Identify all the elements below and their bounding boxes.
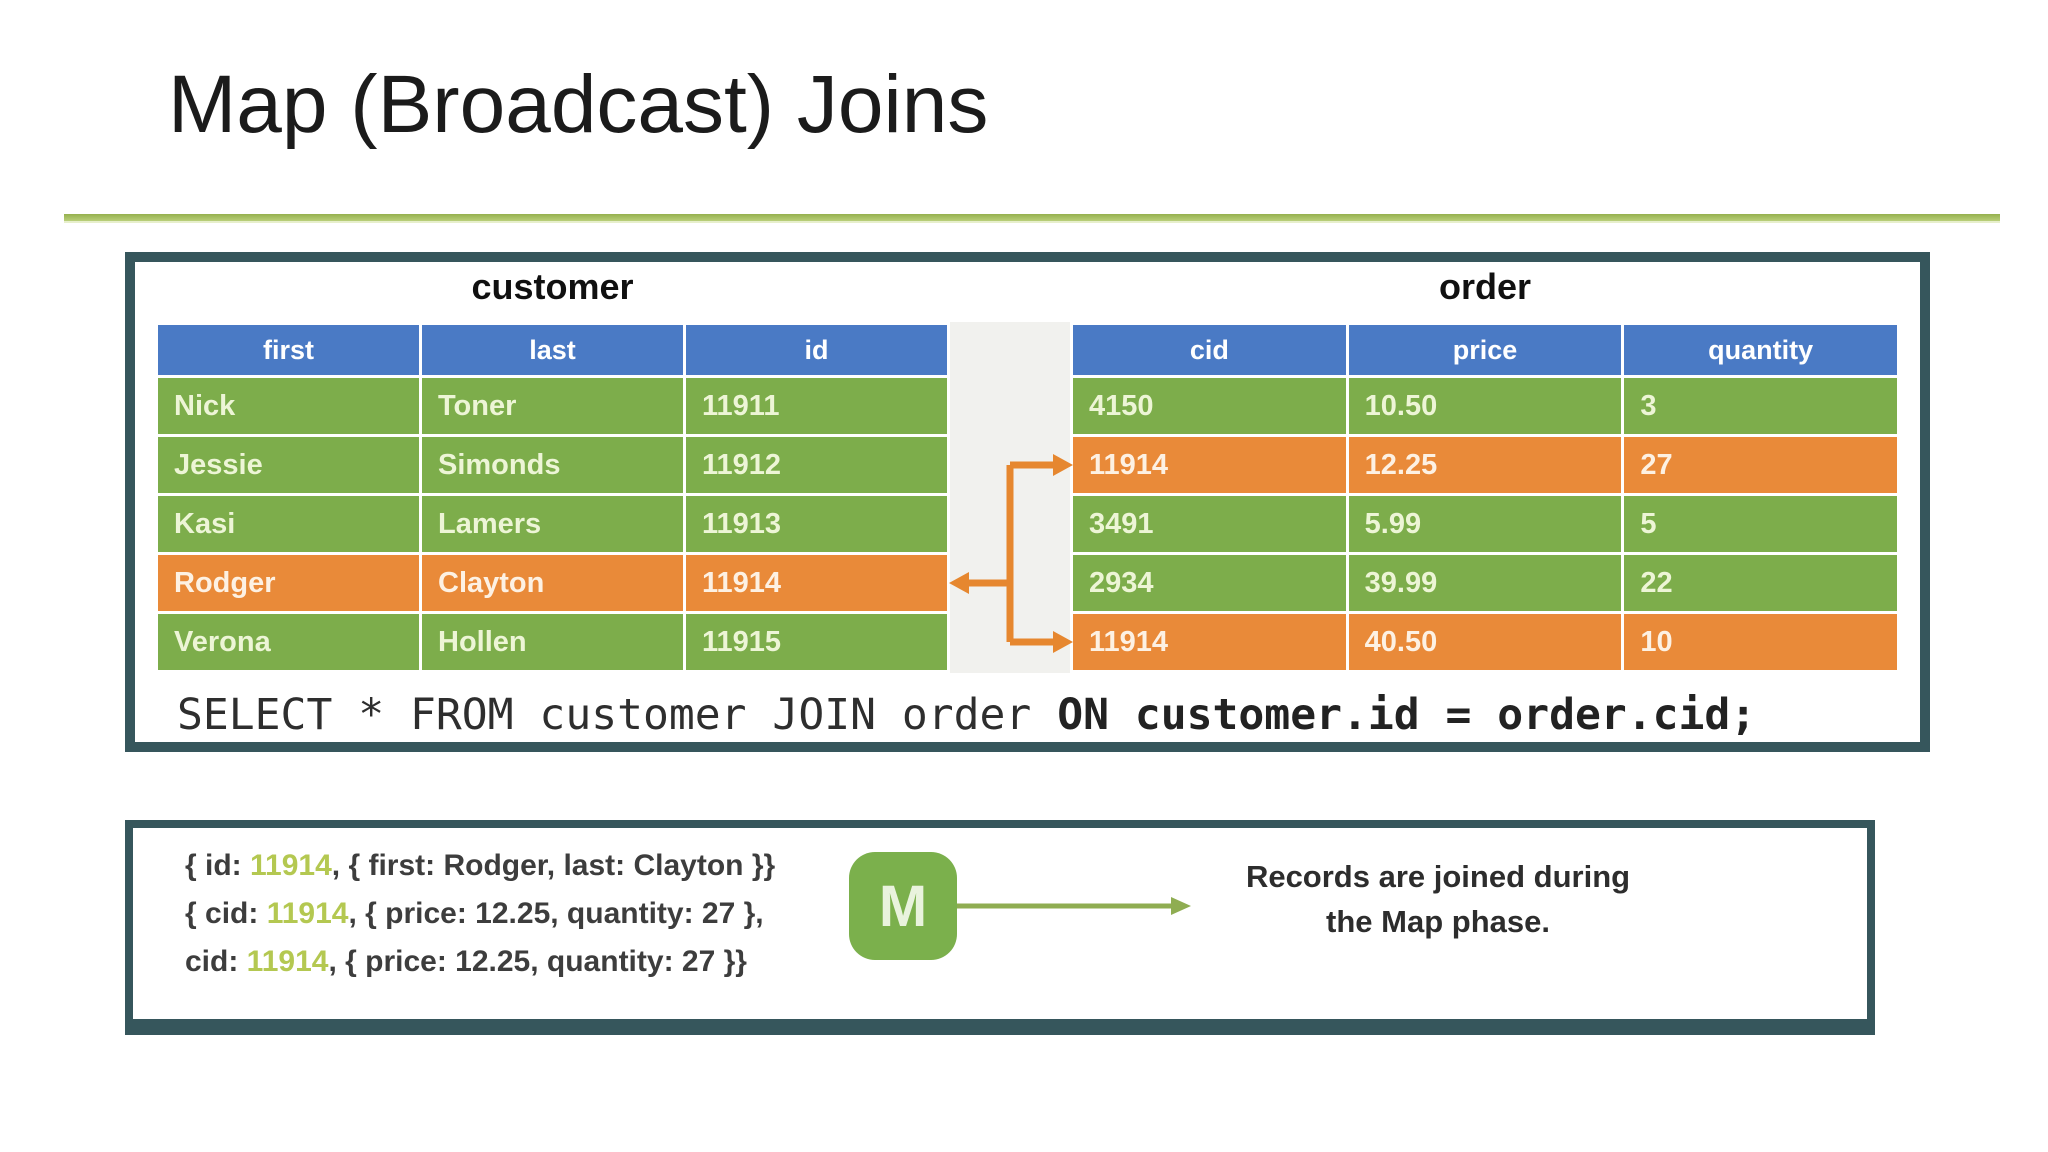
join-key-value: 11914 (246, 945, 329, 978)
table-cell: Rodger (158, 555, 419, 611)
table-cell: Lamers (422, 496, 683, 552)
table-cell: Nick (158, 378, 419, 434)
table-cell: 2934 (1073, 555, 1346, 611)
record-line: { id: 11914, { first: Rodger, last: Clay… (185, 849, 776, 882)
sql-query-normal: SELECT * FROM customer JOIN order (177, 690, 1058, 740)
table-cell: 11912 (686, 437, 947, 493)
table-cell: 5.99 (1348, 496, 1622, 552)
sql-query: SELECT * FROM customer JOIN order ON cus… (177, 690, 1756, 740)
sql-query-bold: ON customer.id = order.cid; (1057, 690, 1757, 740)
joined-records-text: { id: 11914, { first: Rodger, last: Clay… (185, 842, 775, 986)
map-task-badge: M (849, 852, 957, 960)
table-cell: 11914 (686, 555, 947, 611)
map-badge-letter: M (878, 873, 928, 939)
table-cell: 10 (1624, 614, 1897, 670)
column-header: quantity (1624, 325, 1897, 375)
table-cell: 3 (1624, 378, 1897, 434)
column-header: id (686, 325, 947, 375)
record-line: { cid: 11914, { price: 12.25, quantity: … (185, 897, 764, 930)
map-phase-panel: { id: 11914, { first: Rodger, last: Clay… (125, 820, 1875, 1035)
table-cell: 4150 (1073, 378, 1346, 434)
table-cell: 11913 (686, 496, 947, 552)
map-phase-caption-line2: the Map phase. (1326, 904, 1550, 939)
join-key-value: 11914 (250, 849, 332, 882)
table-cell: 40.50 (1348, 614, 1622, 670)
map-phase-caption: Records are joined during the Map phase. (1188, 854, 1688, 944)
column-header: last (422, 325, 683, 375)
order-table-title: order (1438, 266, 1532, 307)
table-cell: 3491 (1073, 496, 1346, 552)
table-cell: 22 (1624, 555, 1897, 611)
title-underline (64, 214, 2000, 223)
column-header: cid (1073, 325, 1346, 375)
table-cell: Clayton (422, 555, 683, 611)
table-cell: 27 (1624, 437, 1897, 493)
table-cell: Kasi (158, 496, 419, 552)
table-cell: Jessie (158, 437, 419, 493)
table-cell: 11914 (1073, 614, 1346, 670)
table-cell: Verona (158, 614, 419, 670)
page-title: Map (Broadcast) Joins (168, 59, 989, 150)
table-cell: 11911 (686, 378, 947, 434)
map-arrow-icon (957, 897, 1191, 915)
record-line: cid: 11914, { price: 12.25, quantity: 27… (185, 945, 747, 978)
table-cell: 12.25 (1348, 437, 1622, 493)
map-phase-caption-line1: Records are joined during (1245, 859, 1631, 894)
column-header: first (158, 325, 419, 375)
column-header: price (1348, 325, 1622, 375)
table-cell: Simonds (422, 437, 683, 493)
table-cell: 10.50 (1348, 378, 1622, 434)
table-cell: 11915 (686, 614, 947, 670)
table-cell: 5 (1624, 496, 1897, 552)
table-cell: Toner (422, 378, 683, 434)
table-cell: 39.99 (1348, 555, 1622, 611)
table-cell: 11914 (1073, 437, 1346, 493)
join-connector-arrows-icon (949, 454, 1073, 653)
join-key-value: 11914 (266, 897, 349, 930)
table-cell: Hollen (422, 614, 683, 670)
customer-table-title: customer (471, 266, 634, 307)
